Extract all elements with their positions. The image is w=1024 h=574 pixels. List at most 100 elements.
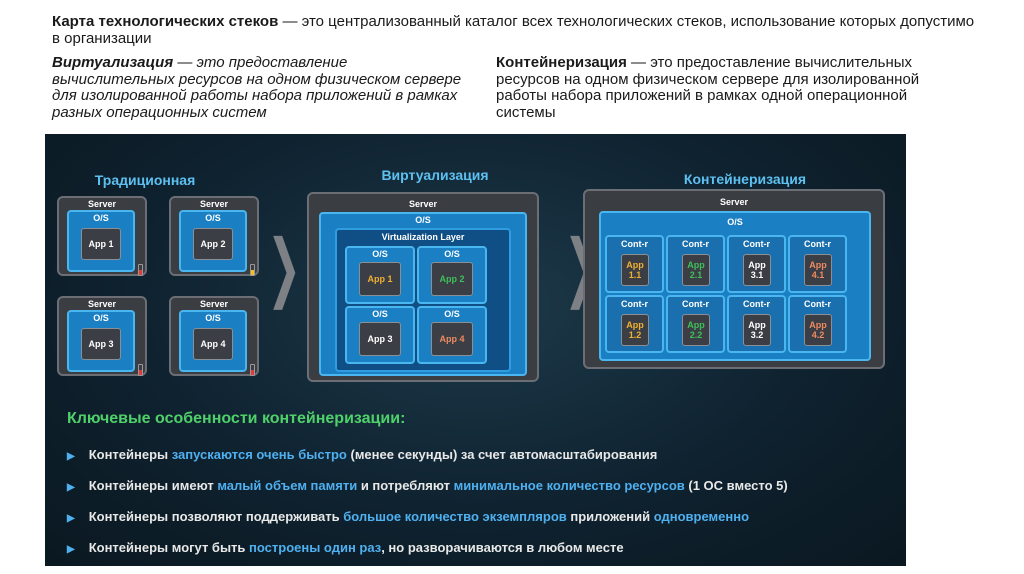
os-label: O/S (444, 249, 460, 259)
virtual-machine: O/S App 3 (345, 306, 415, 364)
app-box: App 4.1 (804, 254, 832, 286)
feature-text: Контейнеры позволяют поддерживать (88, 509, 344, 524)
os-box: O/S App 2 (179, 210, 247, 272)
app-box: App 3.2 (743, 314, 771, 346)
os-label: O/S (444, 309, 460, 319)
feature-text: , но разворачиваются в любом месте (381, 540, 624, 555)
bullet-triangle-icon: ▶ (67, 513, 75, 524)
host-os: O/S Virtualization Layer O/S App 1 O/S App … (319, 212, 527, 376)
virtualization-definition: Виртуализация — это предоставление вычис… (52, 54, 462, 121)
os-label: O/S (372, 309, 388, 319)
feature-text: Контейнеры имеют (88, 478, 218, 493)
container-label: Cont-r (682, 239, 709, 249)
virtualization-layer-label: Virtualization Layer (381, 232, 465, 242)
container-label: Cont-r (682, 299, 709, 309)
feature-highlight: построены один раз (249, 540, 382, 555)
feature-highlight: одновременно (653, 509, 750, 524)
os-label: O/S (372, 249, 388, 259)
container-label: Cont-r (621, 239, 648, 249)
intro-term: Карта технологических стеков (52, 13, 279, 30)
containerization-definition: Контейнеризация — это предоставление выч… (496, 54, 966, 121)
feature-item: ▶Контейнеры запускаются очень быстро (ме… (67, 447, 657, 462)
app-box: App 4 (431, 322, 473, 356)
features-title: Ключевые особенности контейнеризации: (67, 410, 406, 427)
virtualization-server: Server O/S Virtualization Layer O/S App 1… (307, 192, 539, 382)
app-box: App 1.1 (621, 254, 649, 286)
server-label: Server (199, 299, 229, 309)
os-label: O/S (93, 313, 109, 323)
app-box: App 3 (359, 322, 401, 356)
traditional-title: Традиционная (94, 172, 196, 188)
intro-paragraph: Карта технологических стеков — это центр… (52, 13, 982, 47)
virtual-machine: O/S App 1 (345, 246, 415, 304)
os-label: O/S (727, 217, 743, 227)
bullet-triangle-icon: ▶ (67, 451, 75, 462)
server-label: Server (87, 299, 117, 309)
bullet-triangle-icon: ▶ (67, 544, 75, 555)
intro-text: — это централизованный каталог всех техн… (52, 13, 975, 47)
battery-icon (138, 364, 143, 376)
container-label: Cont-r (743, 239, 770, 249)
os-label: O/S (205, 213, 221, 223)
os-label: O/S (93, 213, 109, 223)
os-box: O/S App 1 (67, 210, 135, 272)
server-label: Server (408, 199, 438, 209)
feature-text: (менее секунды) за счет автомасштабирова… (346, 447, 658, 462)
os-label: O/S (205, 313, 221, 323)
containerization-title: Контейнеризация (683, 171, 807, 187)
app-box: App 1.2 (621, 314, 649, 346)
container-label: Cont-r (804, 239, 831, 249)
battery-icon (250, 264, 255, 276)
containerization-text: — это предоставление вычислительных ресу… (496, 54, 920, 121)
server-label: Server (87, 199, 117, 209)
app-box: App 2 (193, 228, 233, 260)
feature-item: ▶ Контейнеры могут быть построены один ра… (67, 540, 624, 555)
os-label: O/S (415, 215, 431, 225)
battery-icon (138, 264, 143, 276)
container-label: Cont-r (621, 299, 648, 309)
container-label: Cont-r (743, 299, 770, 309)
server-label: Server (199, 199, 229, 209)
feature-highlight: малый объем памяти (217, 478, 358, 493)
feature-highlight: большое количество экземпляров (343, 509, 567, 524)
app-box: App 4 (193, 328, 233, 360)
feature-text: и потребляют (357, 478, 454, 493)
app-box: App 2.2 (682, 314, 710, 346)
feature-highlight: минимальное количество ресурсов (453, 478, 685, 493)
feature-text: Контейнеры могут быть (88, 540, 250, 555)
feature-item: ▶ Контейнеры позволяют поддерживать больш… (67, 509, 749, 524)
server-label: Server (719, 197, 749, 207)
arrow-right-icon: ❯ (266, 224, 302, 310)
app-box: App 3.1 (743, 254, 771, 286)
bullet-triangle-icon: ▶ (67, 482, 75, 493)
feature-text: Контейнеры (88, 447, 172, 462)
containerization-term: Контейнеризация (496, 54, 627, 71)
virtualization-text: — это предоставление вычислительных ресу… (52, 54, 462, 121)
virtual-machine: O/S App 2 (417, 246, 487, 304)
app-box: App 2.1 (682, 254, 710, 286)
battery-icon (250, 364, 255, 376)
app-box: App 1 (81, 228, 121, 260)
app-box: App 1 (359, 262, 401, 296)
feature-item: ▶ Контейнеры имеют малый объем памяти и п… (67, 478, 788, 493)
feature-text: (1 ОС вместо 5) (684, 478, 788, 493)
virtualization-title: Виртуализация (381, 167, 489, 183)
virtual-machine: O/S App 4 (417, 306, 487, 364)
os-box: O/S App 4 (179, 310, 247, 372)
app-box: App 2 (431, 262, 473, 296)
